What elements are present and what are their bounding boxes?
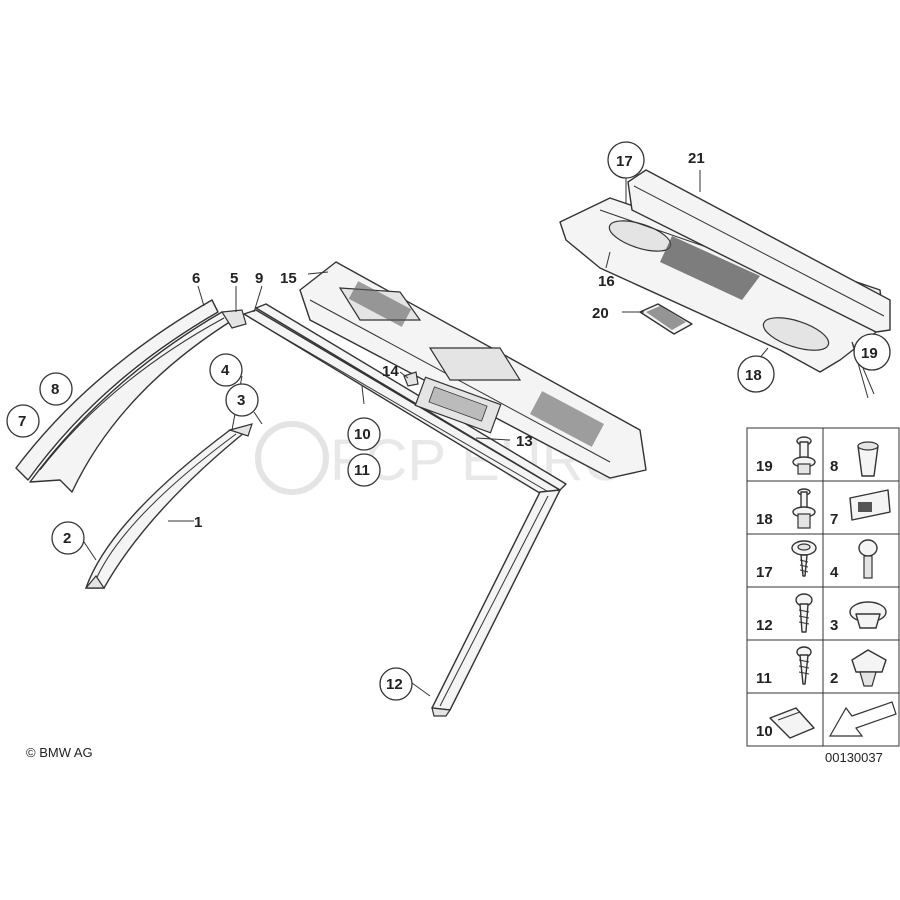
callout-circle-11: [347, 453, 381, 487]
b-pillar-strip: [431, 489, 561, 717]
grid-label-18: 18: [756, 511, 773, 528]
fastener-grid: 19 8 18 7 17 4 12 3 11 2 10: [746, 427, 900, 747]
callout-7: 7: [18, 413, 26, 430]
callout-circle-18: [737, 355, 775, 393]
callout-14: 14: [382, 363, 399, 380]
callout-5: 5: [230, 270, 238, 287]
callout-10: 10: [354, 426, 371, 443]
grid-label-3: 3: [830, 617, 838, 634]
callout-15: 15: [280, 270, 297, 287]
callout-circle-3: [225, 383, 259, 417]
a-pillar-trim-left: [15, 299, 247, 493]
callout-circle-19: [853, 333, 891, 371]
grid-label-8: 8: [830, 458, 838, 475]
diagram-number: 00130037: [825, 750, 883, 765]
callout-16: 16: [598, 273, 615, 290]
callout-circle-10: [347, 417, 381, 451]
callout-18: 18: [745, 367, 762, 384]
arrow-icon: [828, 701, 897, 737]
callout-circle-4: [209, 353, 243, 387]
screw-12-icon: [795, 593, 813, 633]
expanding-nut-3-icon: [849, 601, 887, 629]
pin-4-icon: [858, 539, 878, 579]
clip-2-icon: [851, 649, 887, 687]
callout-21: 21: [688, 150, 705, 167]
callout-circle-17: [607, 141, 645, 179]
callout-4: 4: [221, 362, 230, 379]
copyright: © BMW AG: [26, 745, 93, 760]
a-pillar-trim-lower: [84, 423, 253, 589]
callout-19: 19: [861, 345, 878, 362]
grid-label-4: 4: [830, 564, 839, 581]
grid-label-2: 2: [830, 670, 838, 687]
rivet-18-icon: [792, 488, 816, 529]
grid-label-7: 7: [830, 511, 838, 528]
plastic-nut-8-icon: [857, 441, 879, 477]
callout-12: 12: [386, 676, 403, 693]
callout-11: 11: [354, 462, 370, 479]
grid-label-19: 19: [756, 458, 773, 475]
rear-trim-21: [627, 169, 891, 333]
callout-circle-8: [39, 372, 73, 406]
screw-17-icon: [791, 540, 817, 577]
callout-3: 3: [237, 392, 245, 409]
grille-cover-20: [639, 303, 693, 335]
screw-11-icon: [796, 646, 812, 685]
callout-17: 17: [616, 153, 633, 170]
roof-edge-strip: [243, 303, 567, 499]
clip-14: [403, 371, 419, 387]
grid-label-11: 11: [756, 670, 772, 687]
callout-20: 20: [592, 305, 609, 322]
callouts: 6 5 9 15 8 7 4 3 1 2 10 11 14 13 12 17 2…: [6, 141, 891, 701]
callout-1: 1: [194, 514, 202, 531]
callout-9: 9: [255, 270, 263, 287]
roof-console-front: [299, 261, 647, 479]
grid-label-12: 12: [756, 617, 773, 634]
grid-label-10: 10: [756, 723, 773, 740]
callout-circle-7: [6, 404, 40, 438]
rivet-19-icon: [792, 436, 816, 475]
callout-2: 2: [63, 530, 71, 547]
callout-6: 6: [192, 270, 200, 287]
spring-nut-10-icon: [769, 707, 815, 739]
callout-circle-2: [51, 521, 85, 555]
callout-circle-12: [379, 667, 413, 701]
callout-8: 8: [51, 381, 59, 398]
clip-7-icon: [849, 489, 891, 521]
grid-label-17: 17: [756, 564, 773, 581]
callout-13: 13: [516, 433, 533, 450]
